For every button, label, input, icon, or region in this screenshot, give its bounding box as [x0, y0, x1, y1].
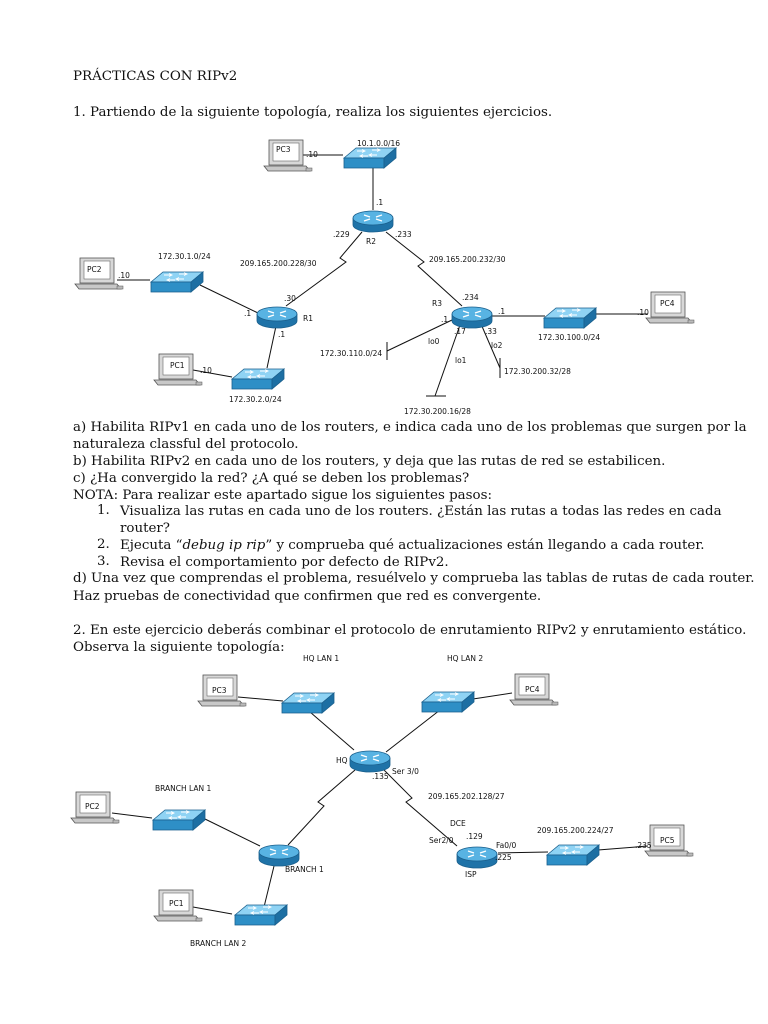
- label-net-110: 172.30.110.0/24: [320, 349, 382, 358]
- label-pc2-ip: .10: [118, 271, 130, 280]
- router-r2-icon: [352, 210, 394, 233]
- label-pc3: PC3: [212, 686, 227, 695]
- label-hq: HQ: [336, 756, 348, 765]
- step-2-pre: Ejecuta “: [120, 538, 183, 553]
- label-pc3: PC3: [276, 145, 291, 154]
- label-net-232: 209.165.200.232/30: [429, 255, 506, 264]
- label-r3-234: .234: [462, 293, 479, 302]
- label-net-32: 172.30.200.32/28: [504, 367, 571, 376]
- label-pc4: PC4: [660, 299, 675, 308]
- topology-2-links: [111, 692, 649, 915]
- label-pc2: PC2: [85, 802, 100, 811]
- label-r1-lan2-ip: .1: [278, 330, 285, 339]
- step-1-number: 1.: [97, 503, 110, 518]
- switch-icon: [150, 271, 204, 293]
- label-r1: R1: [303, 314, 313, 323]
- label-hq-135: .135: [372, 772, 389, 781]
- label-net-224: 209.165.200.224/27: [537, 826, 614, 835]
- switch-icon: [281, 692, 335, 714]
- label-r3-33: .33: [485, 327, 497, 336]
- switch-icon: [231, 368, 285, 390]
- switch-icon: [234, 904, 288, 926]
- label-net-128: 209.165.202.128/27: [428, 792, 505, 801]
- label-isp-129: .129: [466, 832, 483, 841]
- label-net-2: 172.30.2.0/24: [229, 395, 282, 404]
- switch-icon: [343, 147, 397, 169]
- exercise-1-d-line2: Haz pruebas de conectividad que confirme…: [73, 589, 542, 604]
- step-3-text: Revisa el comportamiento por defecto de …: [120, 555, 449, 570]
- router-r3-icon: [451, 306, 493, 329]
- label-pc1: PC1: [170, 361, 185, 370]
- label-r1-lan1-ip: .1: [244, 309, 251, 318]
- router-branch1-icon: [258, 844, 300, 867]
- label-net-228: 209.165.200.228/30: [240, 259, 317, 268]
- exercise-1-d-line1: d) Una vez que comprendas el problema, r…: [73, 571, 755, 586]
- step-2-command: debug ip rip: [182, 538, 266, 553]
- switch-icon: [421, 691, 475, 713]
- router-isp-icon: [456, 846, 498, 869]
- label-r3: R3: [432, 299, 442, 308]
- step-2-post: ” y comprueba qué actualizaciones están …: [265, 538, 705, 553]
- label-branch-lan2: BRANCH LAN 2: [190, 939, 247, 948]
- exercise-1-intro: 1. Partiendo de la siguiente topología, …: [73, 105, 553, 120]
- exercise-1-a-line1: a) Habilita RIPv1 en cada uno de los rou…: [73, 420, 747, 435]
- exercise-2-line1: 2. En este ejercicio deberás combinar el…: [73, 623, 747, 638]
- label-net-1: 172.30.1.0/24: [158, 252, 211, 261]
- label-isp-225: .225: [495, 853, 512, 862]
- router-r1-icon: [256, 306, 298, 329]
- router-hq-icon: [349, 750, 391, 773]
- exercise-1-note: NOTA: Para realizar este apartado sigue …: [73, 488, 492, 503]
- label-fa00: Fa0/0: [496, 841, 517, 850]
- exercise-1-c: c) ¿Ha convergido la red? ¿A qué se debe…: [73, 471, 470, 486]
- label-pc5: PC5: [660, 836, 675, 845]
- label-dce: DCE: [450, 819, 466, 828]
- label-pc3-ip: .10: [306, 150, 318, 159]
- label-pc4-ip: .10: [637, 308, 649, 317]
- label-pc4: PC4: [525, 685, 540, 694]
- label-r2-229: .229: [333, 230, 350, 239]
- exercise-1-a-line2: naturaleza classful del protocolo.: [73, 437, 299, 452]
- step-1-line1: Visualiza las rutas en cada uno de los r…: [120, 504, 722, 519]
- label-r3-17: .17: [454, 327, 466, 336]
- exercise-1-b: b) Habilita RIPv2 en cada uno de los rou…: [73, 454, 666, 469]
- label-isp: ISP: [465, 870, 477, 879]
- label-net-100: 172.30.100.0/24: [538, 333, 600, 342]
- topology-1-links: [117, 154, 648, 397]
- exercise-2-line2: Observa la siguiente topología:: [73, 640, 285, 655]
- label-r2-233: .233: [395, 230, 412, 239]
- label-branch1: BRANCH 1: [285, 865, 324, 874]
- switch-icon: [152, 809, 206, 831]
- switch-icon: [543, 307, 597, 329]
- label-r2: R2: [366, 237, 376, 246]
- label-net-10: 10.1.0.0/16: [357, 139, 400, 148]
- label-r1-30: .30: [284, 294, 296, 303]
- label-ser20: Ser2/0: [429, 836, 454, 845]
- label-pc5-ip: .235: [635, 841, 652, 850]
- label-r2-lan-ip: .1: [376, 198, 383, 207]
- label-lo2: lo2: [491, 341, 503, 350]
- label-r3-lan-ip: .1: [498, 307, 505, 316]
- step-2-number: 2.: [97, 537, 110, 552]
- step-3-number: 3.: [97, 554, 110, 569]
- label-net-16: 172.30.200.16/28: [404, 407, 471, 416]
- step-2-text: Ejecuta “debug ip rip” y comprueba qué a…: [120, 537, 705, 554]
- label-pc1-ip: .10: [200, 366, 212, 375]
- label-hq-lan2: HQ LAN 2: [447, 654, 483, 663]
- label-r3-lo0-ip: .1: [441, 315, 448, 324]
- label-pc1: PC1: [169, 899, 184, 908]
- label-branch-lan1: BRANCH LAN 1: [155, 784, 212, 793]
- label-hq-lan1: HQ LAN 1: [303, 654, 339, 663]
- step-1-line2: router?: [120, 521, 170, 536]
- label-ser30: Ser 3/0: [392, 767, 419, 776]
- page-title: PRÁCTICAS CON RIPv2: [73, 69, 238, 84]
- label-lo0: lo0: [428, 337, 440, 346]
- label-pc2: PC2: [87, 265, 102, 274]
- label-lo1: lo1: [455, 356, 467, 365]
- switch-icon: [546, 844, 600, 866]
